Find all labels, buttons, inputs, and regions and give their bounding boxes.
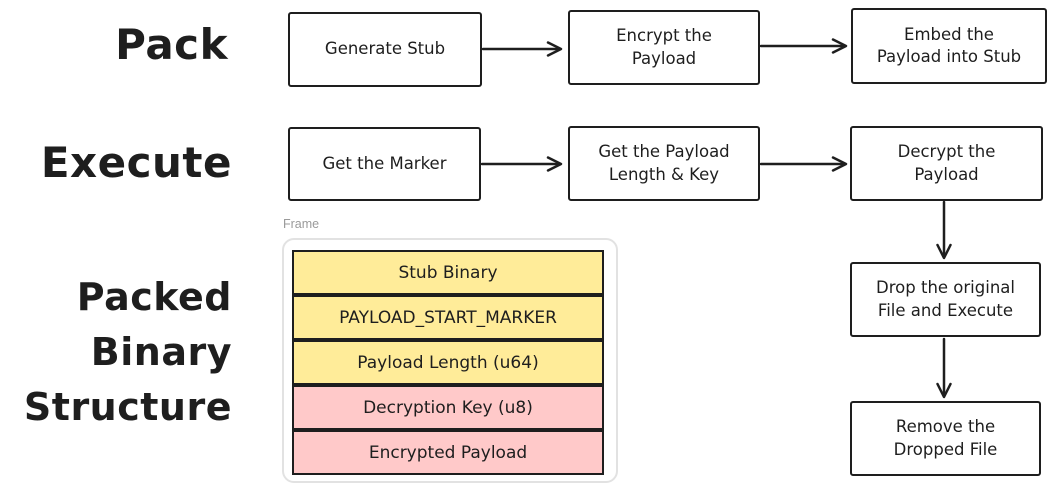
get-marker-box: Get the Marker xyxy=(288,127,481,201)
encrypt-payload-box: Encrypt the Payload xyxy=(568,10,760,85)
pack-section-label: Pack xyxy=(115,20,228,69)
arrow-marker-to-length-icon xyxy=(480,156,563,172)
stack-row-decryption-key: Decryption Key (u8) xyxy=(292,385,604,430)
stack-row-payload-length: Payload Length (u64) xyxy=(292,340,604,385)
embed-payload-box: Embed the Payload into Stub xyxy=(851,8,1047,84)
drop-original-file-box: Drop the original File and Execute xyxy=(850,262,1041,337)
arrow-length-to-decrypt-icon xyxy=(759,156,848,172)
get-payload-length-key-box: Get the Payload Length & Key xyxy=(568,126,760,201)
arrow-drop-to-remove-icon xyxy=(936,337,952,399)
frame-label: Frame xyxy=(283,217,320,231)
packed-binary-structure-label: Packed Binary Structure xyxy=(0,270,232,435)
structure-label-line-1: Packed xyxy=(76,275,232,319)
decrypt-payload-box: Decrypt the Payload xyxy=(850,126,1043,201)
arrow-decrypt-to-drop-icon xyxy=(936,200,952,260)
generate-stub-box: Generate Stub xyxy=(288,12,482,87)
stack-row-payload-start-marker: PAYLOAD_START_MARKER xyxy=(292,295,604,340)
stack-row-encrypted-payload: Encrypted Payload xyxy=(292,430,604,475)
stack-row-stub-binary: Stub Binary xyxy=(292,250,604,295)
structure-label-line-3: Structure xyxy=(23,385,232,429)
execute-section-label: Execute xyxy=(40,138,232,187)
remove-dropped-file-box: Remove the Dropped File xyxy=(850,401,1041,476)
arrow-generate-to-encrypt-icon xyxy=(481,41,563,57)
structure-label-line-2: Binary xyxy=(90,330,232,374)
arrow-encrypt-to-embed-icon xyxy=(759,38,848,54)
binary-structure-stack: Stub Binary PAYLOAD_START_MARKER Payload… xyxy=(292,250,604,475)
